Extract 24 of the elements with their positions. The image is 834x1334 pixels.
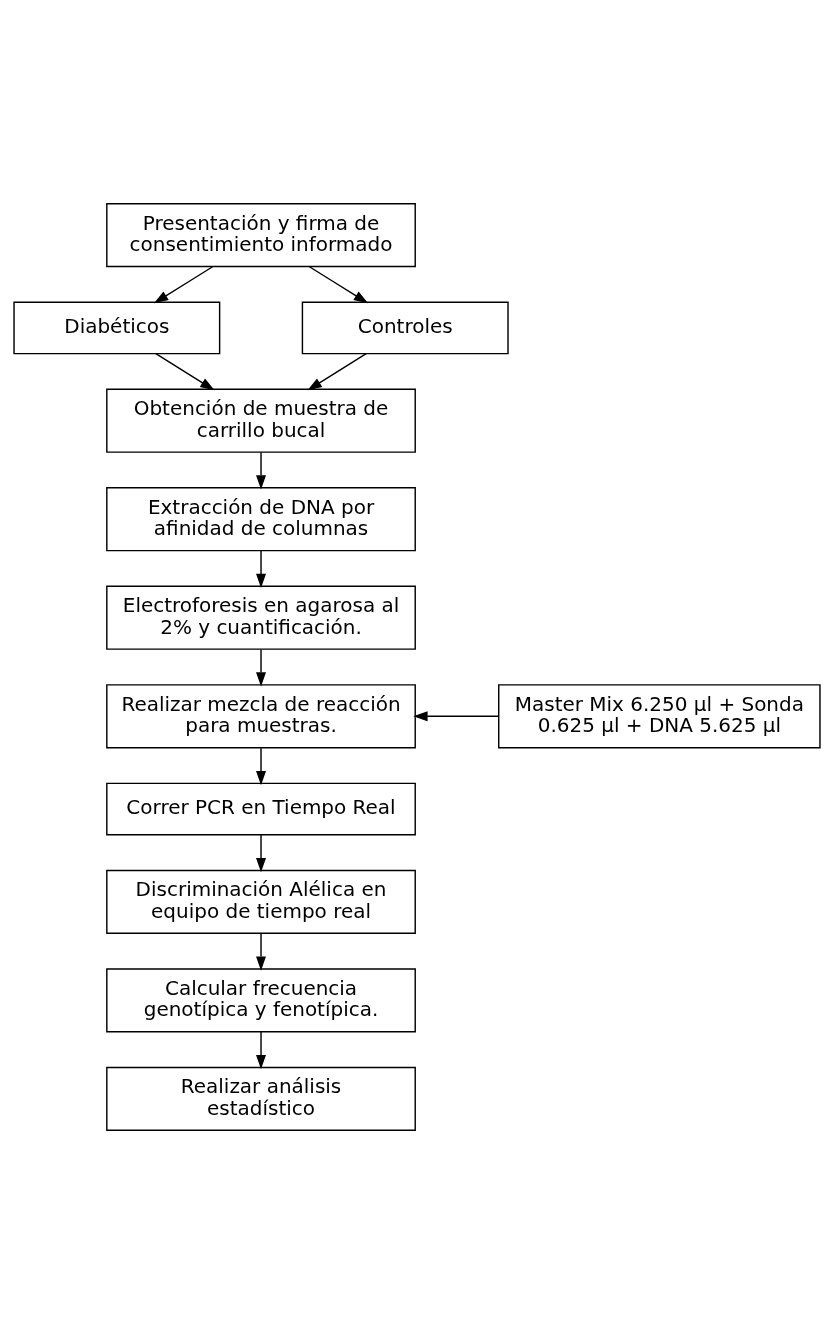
node-box: Presentación y firma de consentimiento informado	[106, 203, 416, 268]
node-box: Master Mix 6.250 µl + Sonda 0.625 µl + DNA 5.625 µl	[498, 684, 821, 749]
node-box: Diabéticos	[13, 301, 221, 355]
arrow	[256, 1031, 267, 1070]
node-box: Obtención de muestra de carrillo bucal	[106, 388, 416, 453]
arrow	[256, 550, 267, 589]
arrow	[256, 932, 267, 971]
node-box: Controles	[301, 301, 509, 355]
node-box: Correr PCR en Tiempo Real	[106, 782, 416, 836]
arrow	[413, 711, 500, 722]
arrow	[153, 266, 214, 304]
arrow	[256, 747, 267, 786]
node-box: Calcular frecuencia genotípica y fenotípica.	[106, 968, 416, 1033]
node-box: Extracción de DNA por afinidad de columnas	[106, 487, 416, 552]
node-box: Realizar mezcla de reacción para muestras.	[106, 684, 416, 749]
node-box: Realizar análisis estadístico	[106, 1066, 416, 1131]
node-box: Electroforesis en agarosa al 2% y cuantificación.	[106, 585, 416, 650]
node-box: Discriminación Alélica en equipo de tiempo real	[106, 869, 416, 934]
arrow	[307, 352, 367, 391]
arrow	[155, 352, 215, 391]
arrow	[256, 834, 267, 873]
arrow	[256, 451, 267, 490]
arrow	[256, 648, 267, 687]
arrow	[308, 266, 369, 304]
